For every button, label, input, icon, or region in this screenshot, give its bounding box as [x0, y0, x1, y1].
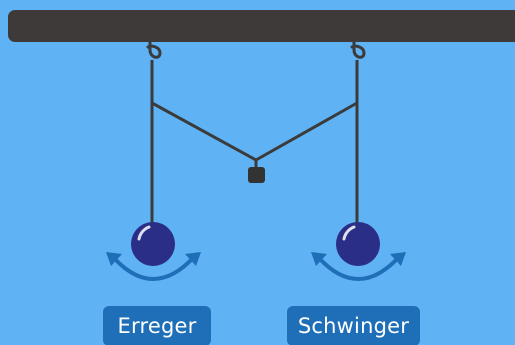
left-pendulum-bob	[131, 222, 175, 266]
label-schwinger: Schwinger	[287, 306, 420, 345]
coupling-weight	[248, 167, 265, 183]
left-swing-arrow-icon	[106, 252, 201, 281]
support-beam	[8, 10, 515, 42]
label-erreger: Erreger	[103, 306, 211, 345]
coupling-string	[151, 101, 358, 162]
left-bob-highlight	[137, 225, 151, 241]
left-hook-icon	[146, 40, 162, 59]
right-swing-arrow-icon	[311, 252, 406, 281]
right-pendulum-bob	[336, 222, 380, 266]
right-hook-icon	[350, 40, 366, 59]
right-bob-highlight	[342, 225, 356, 241]
